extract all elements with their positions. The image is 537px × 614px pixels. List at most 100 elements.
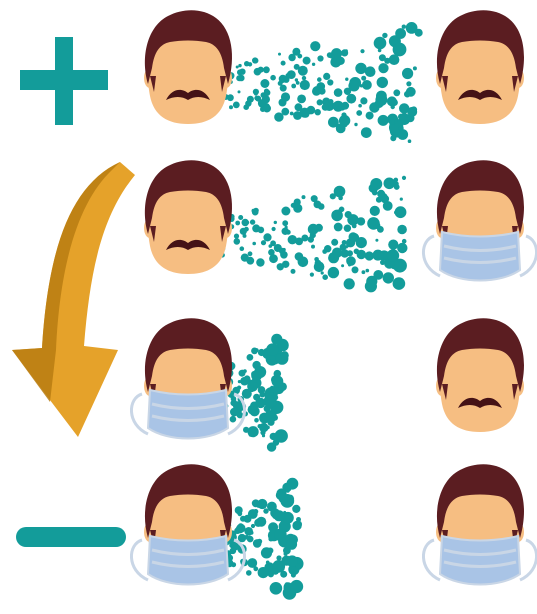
droplet [413, 66, 417, 70]
droplet [288, 54, 295, 61]
droplet [250, 219, 255, 224]
droplet [282, 220, 288, 226]
droplet [227, 94, 234, 101]
droplet [260, 79, 269, 88]
minus-icon [16, 527, 126, 547]
droplet [267, 359, 272, 364]
droplet [345, 49, 348, 52]
right-person-head [423, 160, 536, 280]
droplet [243, 234, 247, 238]
droplet-cloud [212, 22, 423, 143]
droplet [246, 257, 254, 265]
droplet [341, 264, 344, 267]
droplet [285, 226, 288, 229]
droplet [287, 478, 299, 490]
droplet [286, 555, 298, 567]
droplet [344, 278, 355, 289]
droplet [378, 63, 388, 73]
droplet [382, 33, 387, 38]
droplet [406, 81, 411, 86]
droplet [356, 237, 367, 248]
droplet [279, 248, 285, 254]
droplet [399, 126, 404, 131]
droplet [378, 49, 382, 53]
droplet [240, 516, 246, 522]
droplet [388, 240, 398, 250]
droplet [284, 77, 288, 81]
droplet [365, 280, 377, 292]
droplet [266, 561, 270, 565]
droplet [377, 190, 385, 198]
droplet [257, 539, 262, 544]
droplet [268, 564, 273, 569]
droplet [411, 106, 417, 112]
droplet [258, 567, 269, 578]
droplet [354, 123, 357, 126]
droplet [293, 111, 302, 120]
droplet [341, 102, 349, 110]
droplet [397, 243, 407, 253]
droplet [253, 208, 259, 214]
droplet [278, 493, 288, 503]
droplet [254, 68, 262, 76]
droplet [270, 386, 275, 391]
droplet [378, 115, 389, 126]
droplet [252, 499, 260, 507]
droplet [324, 245, 331, 252]
droplet [384, 58, 390, 64]
droplet [375, 94, 387, 106]
droplet [286, 489, 290, 493]
droplet [334, 223, 343, 232]
droplet [263, 233, 271, 241]
droplet [311, 195, 318, 202]
face-icon [436, 318, 524, 432]
droplet [248, 251, 253, 256]
droplet [347, 250, 353, 256]
face-mask-icon [423, 536, 536, 585]
droplet [334, 88, 343, 97]
droplet [281, 108, 289, 116]
droplet [301, 235, 308, 242]
droplet [311, 245, 315, 249]
droplet [272, 568, 279, 575]
droplet [341, 112, 346, 117]
left-person-head [144, 10, 232, 124]
droplet [252, 242, 256, 246]
droplet [315, 109, 321, 115]
droplet [234, 238, 241, 245]
droplet [392, 39, 398, 45]
droplet [263, 66, 270, 73]
droplet [230, 401, 234, 405]
droplet [281, 207, 290, 216]
droplet [294, 64, 300, 70]
droplet [241, 525, 244, 528]
droplet [362, 80, 372, 90]
droplet [327, 79, 333, 85]
droplet [404, 91, 411, 98]
left-person-head [131, 318, 244, 438]
droplet [255, 348, 259, 352]
droplet [291, 269, 296, 274]
droplet [254, 96, 259, 101]
droplet [415, 29, 423, 37]
droplet [278, 53, 281, 56]
droplet [259, 392, 265, 398]
droplet [285, 582, 289, 586]
droplet [317, 55, 323, 61]
droplet [290, 112, 294, 116]
droplet [238, 215, 243, 220]
scenario-row-4 [131, 464, 536, 599]
droplet [340, 244, 347, 251]
droplet [393, 277, 406, 290]
droplet [391, 105, 395, 109]
droplet [383, 201, 393, 211]
droplet [336, 48, 339, 51]
droplet [393, 89, 400, 96]
droplet [269, 254, 278, 263]
droplet [361, 76, 366, 81]
droplet [230, 408, 239, 417]
droplet [253, 89, 259, 95]
droplet [395, 28, 406, 39]
droplet [270, 75, 276, 81]
